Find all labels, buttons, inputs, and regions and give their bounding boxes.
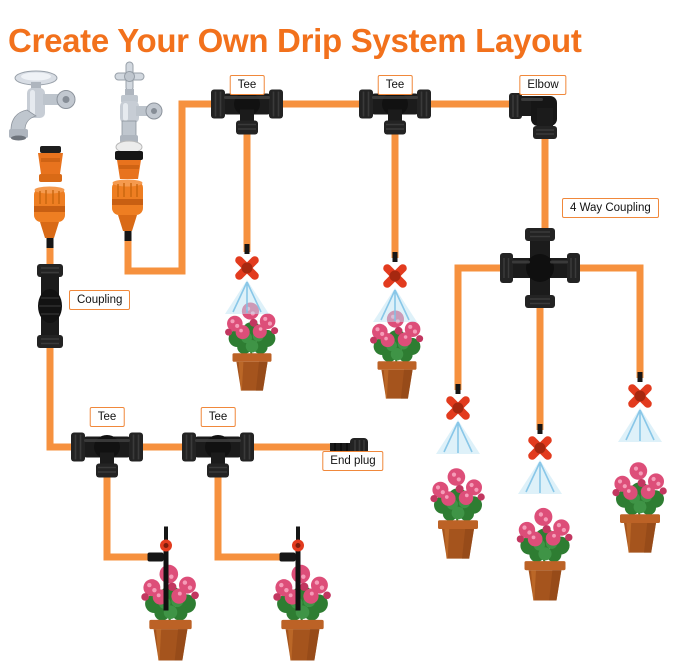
potted-flower-plant (429, 467, 486, 560)
label-tee-bottom-2: Tee (200, 407, 236, 428)
potted-flower-plant (140, 563, 200, 662)
label-tee-top-1: Tee (229, 75, 265, 96)
potted-flower-plant (369, 309, 425, 400)
spray-mist-icon (617, 407, 663, 443)
tube-4way-left (454, 264, 509, 390)
hose-quick-connector-icon (112, 179, 143, 241)
label-coupling: Coupling (69, 290, 131, 311)
label-end-plug: End plug (322, 451, 384, 472)
tube-drop-tee3 (103, 464, 158, 561)
label-tee-top-2: Tee (377, 75, 413, 96)
tee-fitting-icon (210, 88, 284, 136)
spray-mist-icon (517, 459, 563, 495)
tube-4way-right (574, 264, 644, 378)
tube-drop-tee4 (214, 464, 290, 561)
spray-mist-icon (372, 287, 418, 323)
potted-flower-plant (515, 506, 574, 602)
spray-mist-icon (435, 419, 481, 455)
elbow-fitting-icon (509, 93, 557, 139)
four-way-coupling-icon (500, 228, 580, 308)
spray-mist-icon (224, 279, 270, 315)
tap-adapter-icon (115, 140, 143, 179)
label-four-way-coupling: 4 Way Coupling (562, 198, 659, 219)
tee-fitting-icon (181, 431, 255, 479)
coupling-fitting-icon (37, 264, 63, 348)
label-tee-bottom-1: Tee (89, 407, 125, 428)
tee-fitting-icon (358, 88, 432, 136)
label-elbow: Elbow (519, 75, 567, 96)
faucet-lever-icon (9, 70, 76, 141)
page-title: Create Your Own Drip System Layout (8, 22, 582, 60)
faucet-cross-icon (114, 61, 163, 143)
tee-fitting-icon (70, 431, 144, 479)
tube-main-right (124, 100, 549, 275)
tap-adapter-icon (38, 146, 63, 182)
hose-quick-connector-icon (34, 186, 65, 248)
potted-flower-plant (272, 563, 332, 662)
potted-flower-plant (224, 301, 280, 392)
potted-flower-plant (611, 461, 668, 554)
